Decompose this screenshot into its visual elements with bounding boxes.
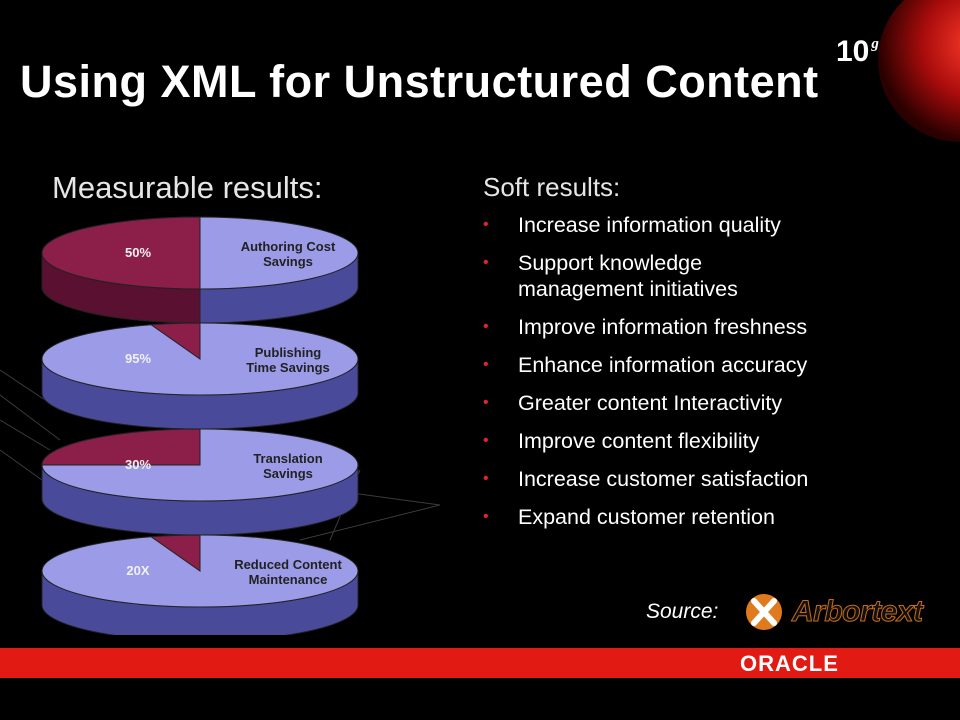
pie-slice: [149, 322, 201, 360]
bullet-dot-icon: •: [483, 216, 489, 233]
bullet-item: • Improve information freshness: [483, 314, 923, 340]
pie-slice: [149, 534, 201, 572]
pie-value-label: 20X: [126, 563, 149, 578]
bullet-dot-icon: •: [483, 394, 489, 411]
bullet-text: Increase information quality: [518, 213, 781, 237]
pie-value-label: 95%: [125, 351, 151, 366]
pie-value-label: 50%: [125, 245, 151, 260]
bullet-dot-icon: •: [483, 508, 489, 525]
bullet-text: Increase customer satisfaction: [518, 467, 809, 491]
pie-category-label: Savings: [263, 466, 313, 481]
bullet-item: • Greater content Interactivity: [483, 390, 923, 416]
version-number: 10: [836, 35, 870, 68]
slide-title: Using XML for Unstructured Content: [20, 56, 819, 107]
pie-value-label: 30%: [125, 457, 151, 472]
source-label: Source:: [646, 600, 719, 623]
bullet-text: Improve information freshness: [518, 315, 808, 339]
bullet-item: • Increase customer satisfaction: [483, 466, 923, 492]
arbortext-logo-icon: [746, 594, 782, 630]
bullet-item: • Increase information quality: [483, 212, 923, 238]
bullet-item: • Support knowledge management initiative…: [483, 250, 923, 302]
pie-category-label: Publishing: [255, 345, 322, 360]
bullet-item: • Enhance information accuracy: [483, 352, 923, 378]
version-sup: g: [871, 36, 879, 52]
bullet-text: Greater content Interactivity: [518, 391, 783, 415]
bullet-text: Support knowledge management initiatives: [518, 251, 738, 301]
red-orb-decoration: [878, 0, 960, 142]
soft-results-heading: Soft results:: [483, 172, 621, 202]
pie-slice: [41, 428, 201, 466]
footer-bar: [0, 648, 960, 678]
arbortext-logo-text: Arbortext: [792, 595, 924, 629]
measurable-results-heading: Measurable results:: [52, 170, 323, 205]
bullet-dot-icon: •: [483, 432, 489, 449]
bullet-text: Improve content flexibility: [518, 429, 760, 453]
bullet-dot-icon: •: [483, 356, 489, 373]
pie-category-label: Reduced Content: [234, 557, 342, 572]
arbortext-logo: Arbortext: [744, 592, 924, 632]
bullet-text: Expand customer retention: [518, 505, 775, 529]
bullet-dot-icon: •: [483, 254, 489, 271]
oracle-logo: ORACLE: [740, 651, 839, 676]
pie-category-label: Time Savings: [246, 360, 330, 375]
bullet-item: • Improve content flexibility: [483, 428, 923, 454]
soft-results-list: • Increase information quality • Support k…: [483, 212, 923, 542]
bullet-dot-icon: •: [483, 318, 489, 335]
bullet-item: • Expand customer retention: [483, 504, 923, 530]
pie-category-label: Authoring Cost: [241, 239, 336, 254]
bullet-dot-icon: •: [483, 470, 489, 487]
pie-category-label: Maintenance: [249, 572, 328, 587]
pie-category-label: Translation: [253, 451, 322, 466]
bullet-text: Enhance information accuracy: [518, 353, 808, 377]
pie-category-label: Savings: [263, 254, 313, 269]
pie-slice: [41, 216, 201, 290]
